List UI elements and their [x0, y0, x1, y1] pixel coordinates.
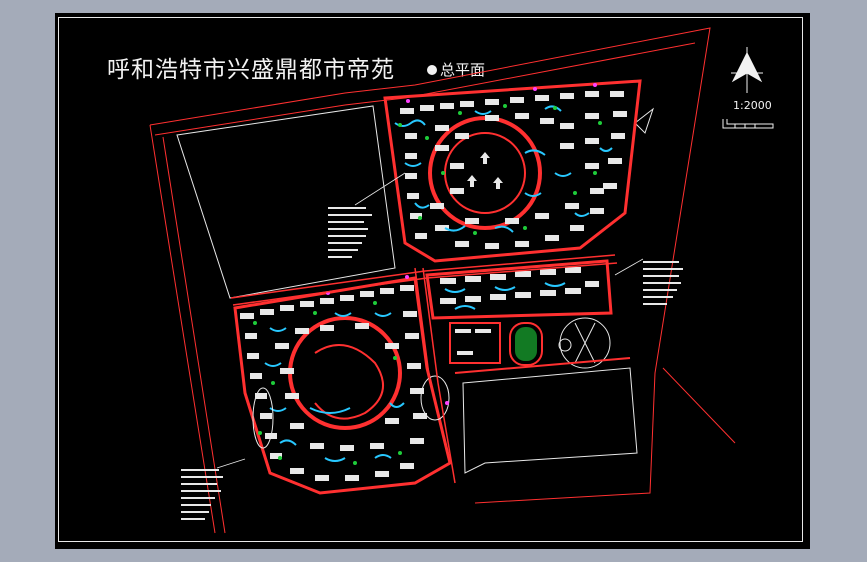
drawing-subtitle: 总平面 [427, 59, 485, 80]
bullet-dot [427, 65, 437, 75]
site-plan-drawing [149, 27, 774, 534]
drawing-border [58, 17, 803, 542]
southwest-residential-block [233, 275, 452, 495]
north-residential-block [383, 79, 642, 263]
drawing-title: 呼和浩特市兴盛鼎都市帝苑 [107, 57, 395, 83]
site-boundary-lines [149, 27, 736, 534]
scale-label: 1:2000 [733, 99, 772, 112]
annotation-leaders [216, 172, 644, 469]
main-roads [230, 254, 618, 484]
empty-parcels [176, 105, 654, 474]
cad-model-viewport[interactable]: 呼和浩特市兴盛鼎都市帝苑 总平面 1:2000 [55, 13, 810, 549]
scale-bar-icon [722, 119, 774, 129]
east-block [425, 259, 631, 374]
north-arrow-icon [731, 47, 763, 93]
annotation-text-blocks [181, 207, 683, 520]
subtitle-text: 总平面 [440, 61, 486, 79]
